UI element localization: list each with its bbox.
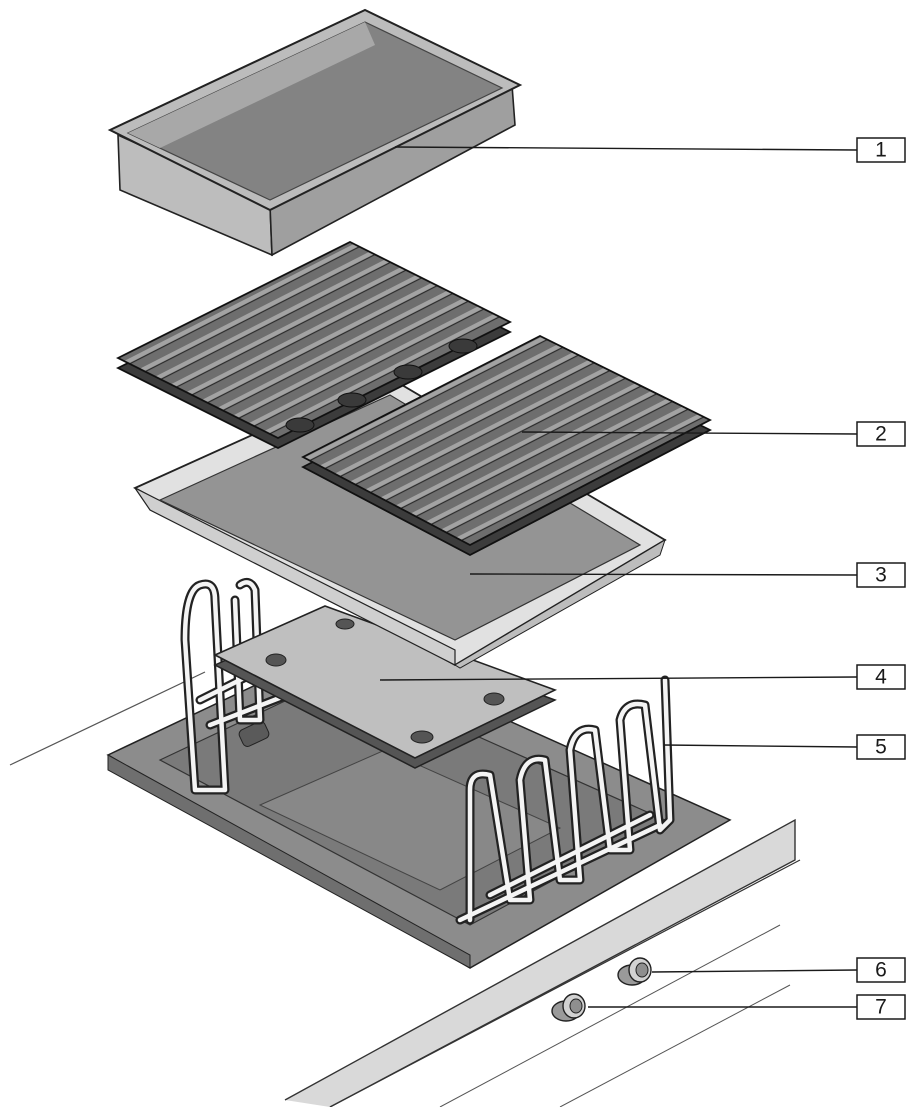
callout-1-label: 1 — [875, 139, 887, 162]
leader-lines — [379, 146, 858, 1008]
leader-6 — [651, 969, 858, 973]
callout-5: 5 — [856, 734, 906, 760]
heat-plate — [213, 605, 558, 769]
worktop — [9, 671, 801, 1107]
callout-5-label: 5 — [875, 736, 887, 759]
callout-6-label: 6 — [875, 959, 887, 982]
callout-3: 3 — [856, 562, 906, 588]
callout-1: 1 — [856, 137, 906, 163]
leader-5 — [663, 744, 858, 748]
heating-element — [180, 577, 675, 925]
grill-grates — [115, 240, 712, 557]
leader-1 — [394, 146, 858, 151]
callout-4: 4 — [856, 664, 906, 690]
callout-7-label: 7 — [875, 996, 887, 1019]
knob-7 — [551, 993, 586, 1022]
leader-2 — [521, 431, 858, 435]
callout-7: 7 — [856, 994, 906, 1020]
callout-2: 2 — [856, 421, 906, 447]
callout-3-label: 3 — [875, 564, 887, 587]
leader-4 — [379, 676, 858, 681]
callout-6: 6 — [856, 957, 906, 983]
knob-6 — [617, 957, 652, 986]
deep-pan — [107, 8, 523, 257]
cooktop-base — [106, 644, 732, 969]
leader-3 — [469, 573, 858, 576]
callout-2-label: 2 — [875, 423, 887, 446]
callout-4-label: 4 — [875, 666, 887, 689]
